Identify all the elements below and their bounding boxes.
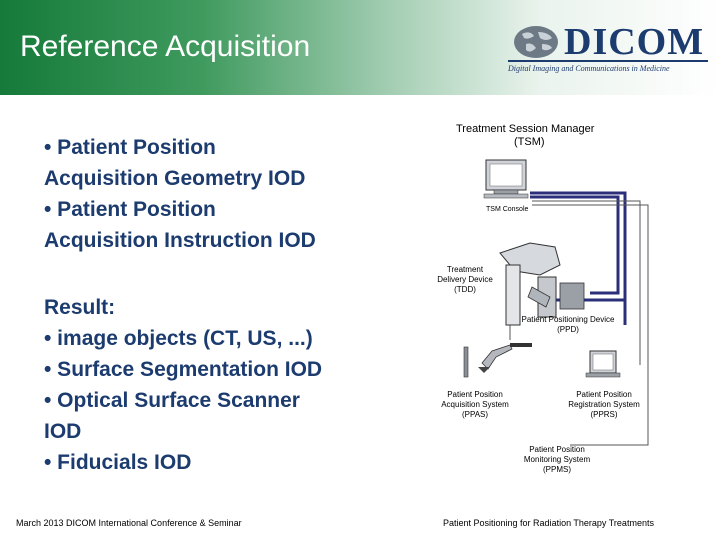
system-diagram: Treatment Session Manager (TSM) TSM Cons… (420, 115, 710, 485)
tdd-label: Treatment Delivery Device (TDD) (437, 265, 493, 294)
slide-title: Reference Acquisition (20, 30, 311, 63)
bullet-line: • Patient Position (44, 198, 216, 221)
tsm-abbr: (TSM) (514, 136, 545, 148)
footer-conference: March 2013 DICOM International Conferenc… (16, 518, 242, 528)
logo-subtitle: Digital Imaging and Communications in Me… (508, 64, 670, 73)
bullet-line: Acquisition Geometry IOD (44, 167, 306, 190)
linac-icon (499, 242, 585, 326)
bullet-line: Acquisition Instruction IOD (44, 229, 316, 252)
bullet-line: Result: (44, 296, 116, 319)
ppms-label: Patient Position Monitoring System (PPMS… (523, 445, 591, 474)
bullet-line: • Fiducials IOD (44, 451, 192, 474)
robot-arm-icon (463, 343, 532, 378)
tsm-console-icon (483, 159, 529, 199)
bullet-list-iods: • Patient Position Acquisition Geometry … (44, 132, 316, 256)
pprs-label: Patient Position Registration System (PP… (568, 390, 640, 419)
slide-header: Reference Acquisition DICOM Digital Imag… (0, 0, 720, 95)
bullet-list-result: Result: • image objects (CT, US, ...) • … (44, 292, 322, 478)
bullet-line: • Surface Segmentation IOD (44, 358, 323, 381)
globe-icon (514, 26, 558, 58)
aux-lines (509, 200, 649, 446)
dicom-logo: DICOM Digital Imaging and Communications… (508, 20, 708, 76)
bullet-line: IOD (44, 420, 82, 443)
pprs-monitor-icon (585, 350, 621, 378)
footer-topic: Patient Positioning for Radiation Therap… (443, 518, 654, 528)
tsm-title: Treatment Session Manager (456, 123, 595, 135)
ppd-label: Patient Positioning Device (PPD) (521, 315, 615, 334)
logo-text: DICOM (564, 21, 705, 63)
bullet-line: • Patient Position (44, 136, 216, 159)
bullet-line: • Optical Surface Scanner (44, 389, 300, 412)
bullet-line: • image objects (CT, US, ...) (44, 327, 313, 350)
ppas-label: Patient Position Acquisition System (PPA… (441, 390, 509, 419)
diagram-graphics (463, 159, 649, 446)
logo-divider (508, 60, 708, 62)
tsm-console-label: TSM Console (486, 206, 529, 213)
